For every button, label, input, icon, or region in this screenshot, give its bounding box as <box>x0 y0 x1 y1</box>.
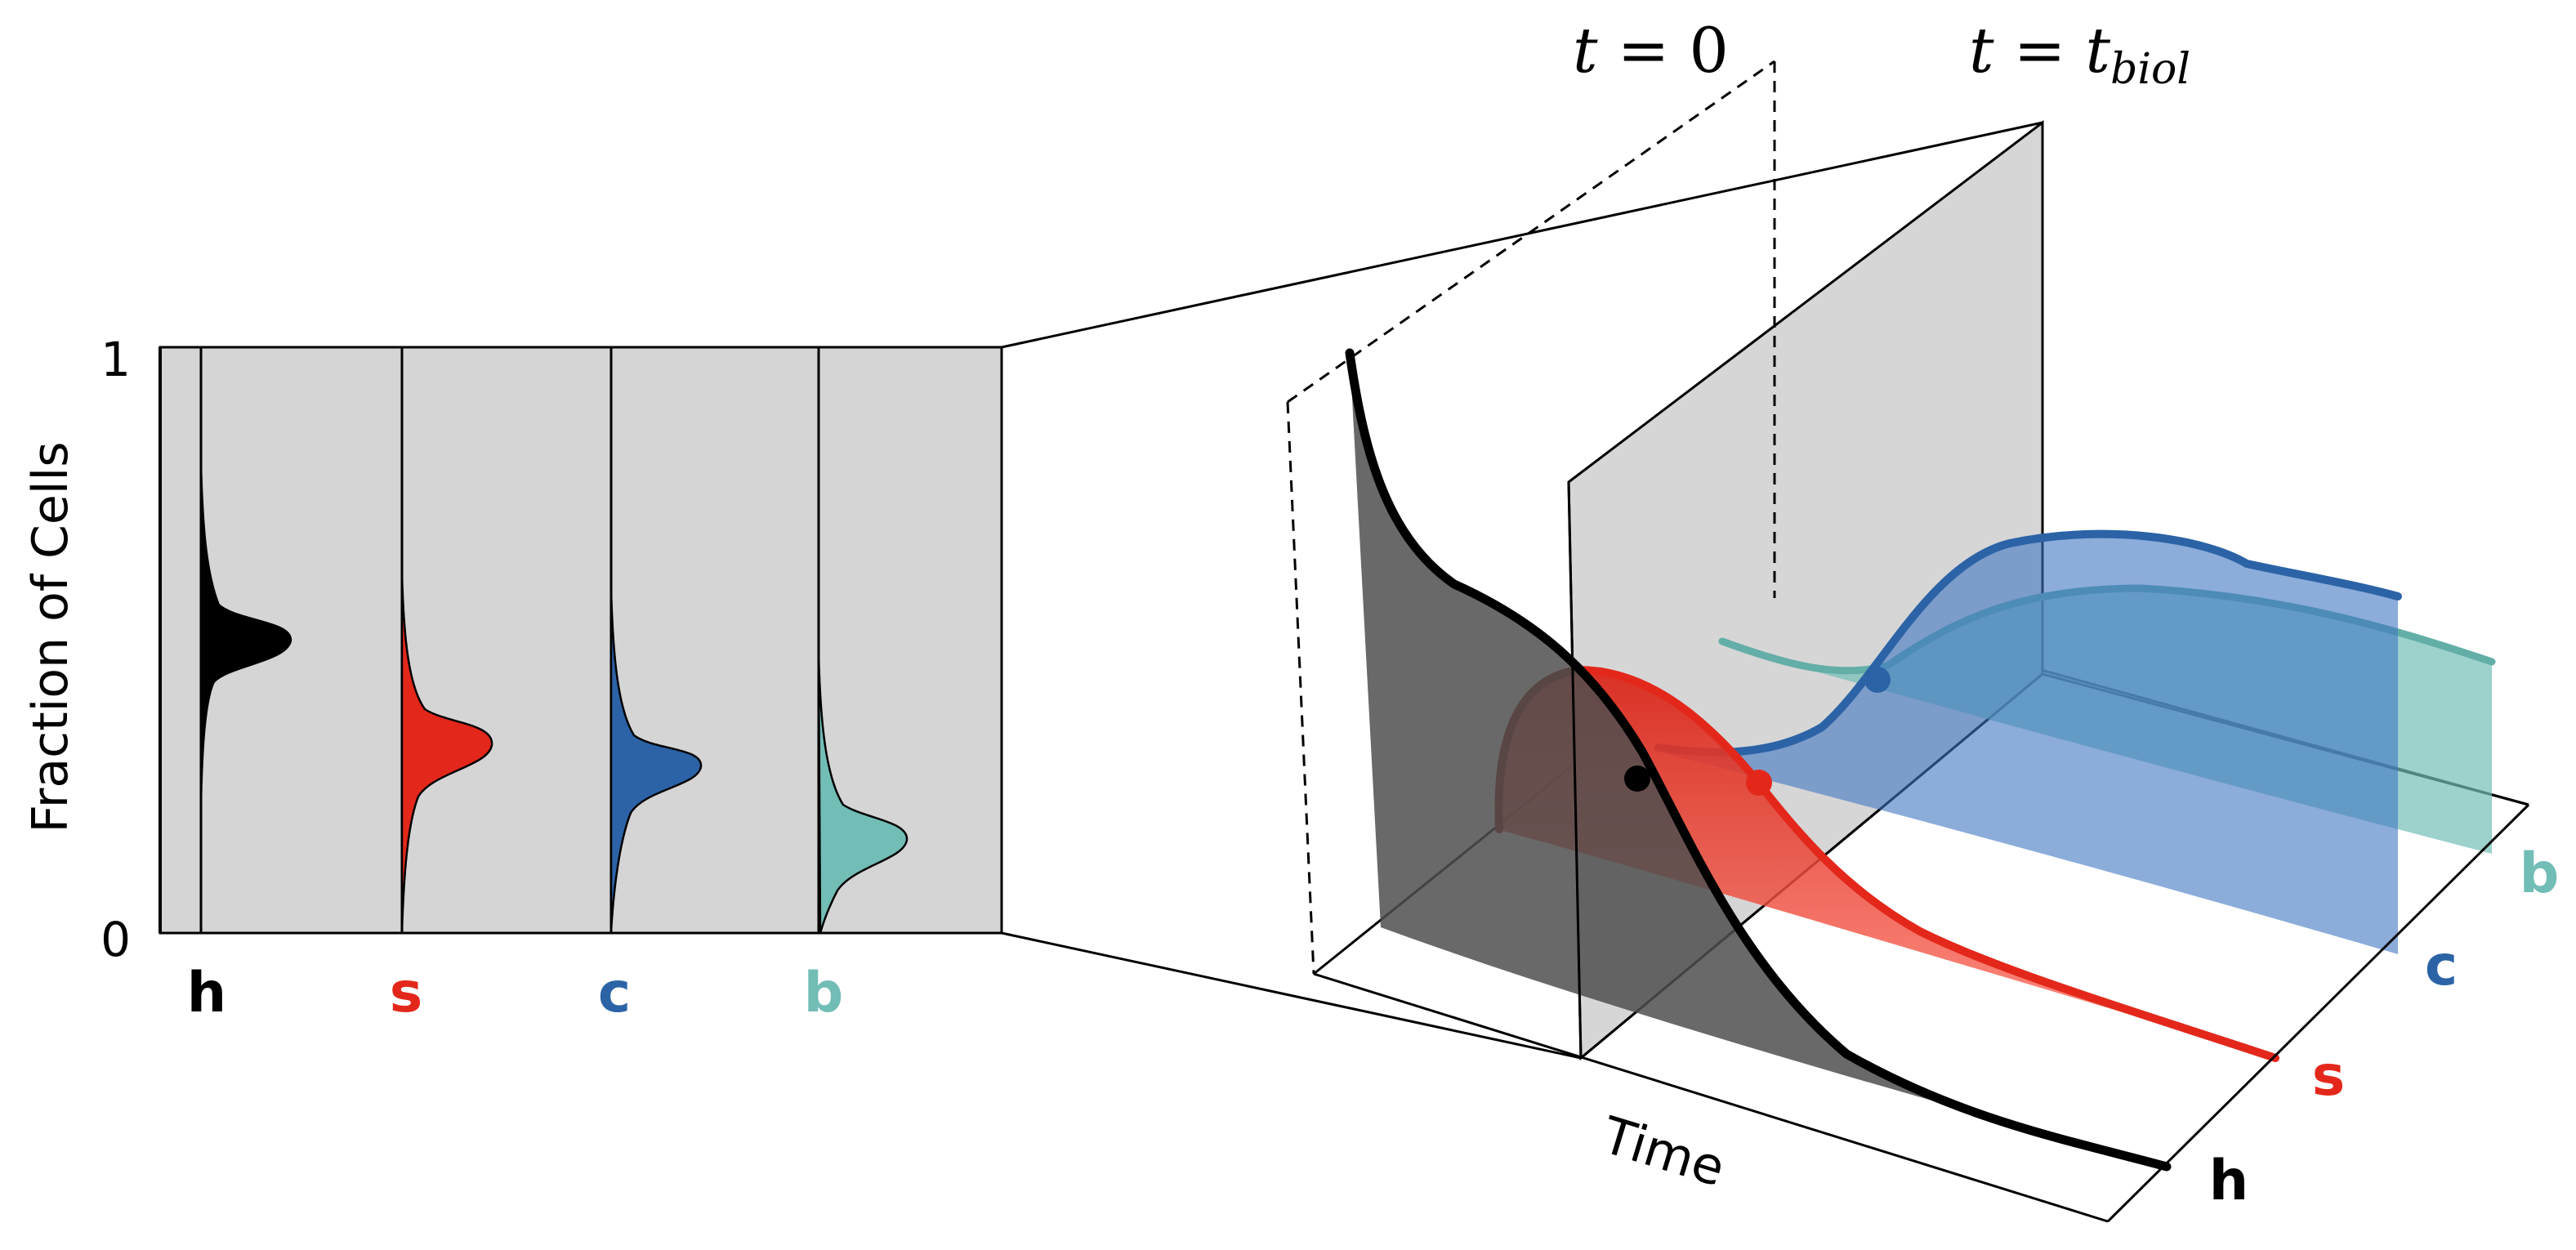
connector-bottom <box>1001 931 1582 1060</box>
lane-label-b: b <box>2520 842 2560 906</box>
t-zero-label: t = 0 <box>1573 14 1729 87</box>
lane-label-c: c <box>2425 934 2458 998</box>
t-zero-vertical-line <box>1567 481 1583 1059</box>
c-series-line <box>1654 529 2402 757</box>
t-biol-label: t = tbiol <box>1969 14 2190 94</box>
c-distribution <box>609 587 703 932</box>
s-marker <box>1746 770 1772 796</box>
zoom-connector-lines <box>1001 121 2043 1060</box>
t-zero-plane <box>1286 60 1776 975</box>
floor-front-edge <box>2106 803 2530 1223</box>
connector-top <box>1001 121 2043 349</box>
time-axis-label: Time <box>1595 1105 1731 1198</box>
left-panel: 1 0 Fraction of Cells h s c b <box>22 332 1003 1025</box>
s-distribution <box>400 571 493 932</box>
s-ribbon-fill <box>1496 670 2275 1058</box>
y-tick-bottom: 0 <box>100 912 131 967</box>
category-label-b: b <box>804 961 844 1025</box>
y-axis-label: Fraction of Cells <box>22 442 79 833</box>
h-distribution <box>200 457 292 818</box>
category-label-s: s <box>390 961 422 1025</box>
lane-label-s: s <box>2312 1044 2345 1109</box>
c-marker <box>1864 667 1891 693</box>
c-ribbon-fill <box>1659 533 2398 954</box>
b-distribution <box>817 653 909 934</box>
right-3d-panel: Time t = 0 t = tbiol h s c b <box>1286 14 2560 1223</box>
y-tick-top: 1 <box>100 332 131 387</box>
category-label-h: h <box>187 961 226 1025</box>
lane-label-h: h <box>2209 1149 2248 1213</box>
h-series-line <box>1345 348 2172 1172</box>
category-label-c: c <box>598 961 631 1025</box>
h-marker <box>1624 766 1650 792</box>
floor-left-edge <box>1313 972 2109 1223</box>
h-ribbon-fill <box>1350 353 2167 1167</box>
